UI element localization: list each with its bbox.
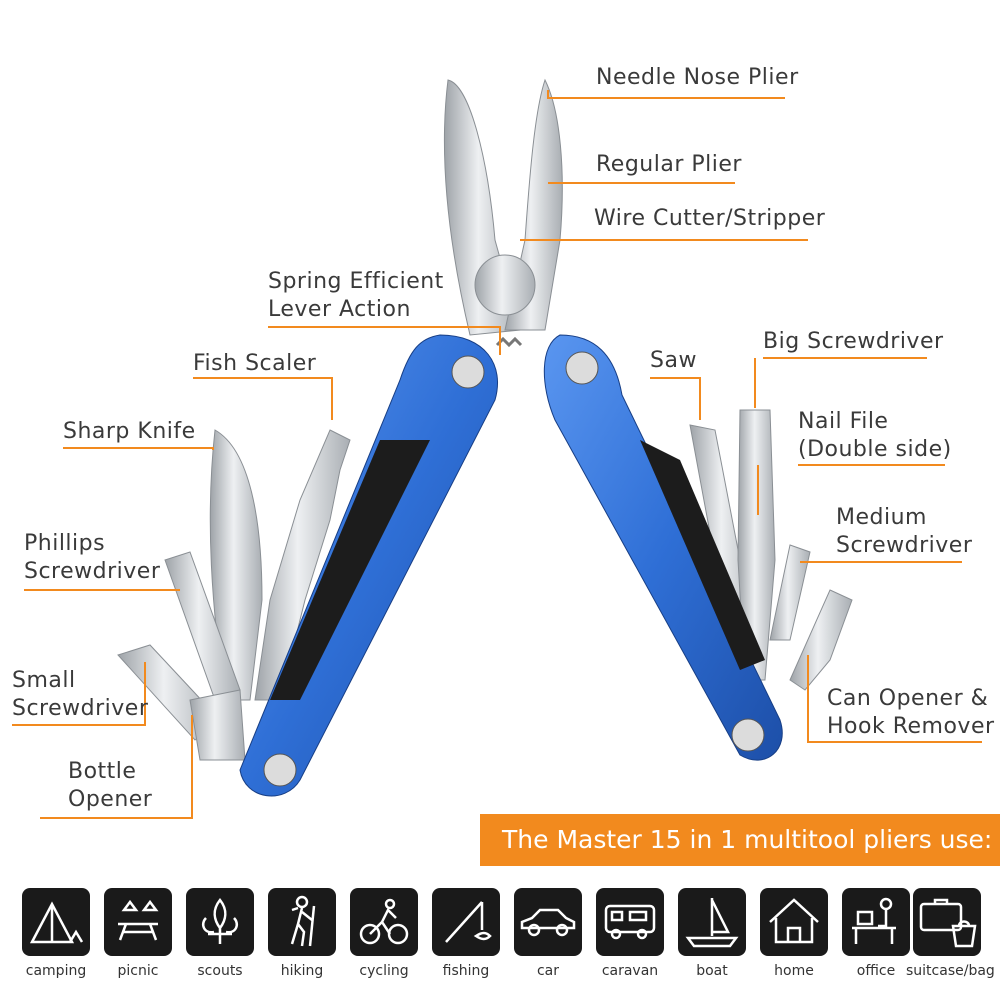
label-wire-cutter-stripper: Wire Cutter/Stripper (594, 206, 826, 231)
leader-can-opener (807, 655, 982, 743)
screw (451, 355, 485, 389)
label-sharp-knife: Sharp Knife (63, 419, 196, 444)
car-icon (520, 908, 576, 937)
fishing-rod-icon (445, 901, 492, 943)
bottle-opener (189, 689, 246, 761)
use-camping: camping (15, 888, 97, 980)
leader-needle-nose (547, 90, 785, 99)
left-handle-insert (270, 440, 430, 700)
use-suitcase-bag: suitcase/bag (906, 888, 995, 980)
caravan-icon (604, 904, 656, 940)
leader-fish-scaler (193, 377, 333, 420)
screw (565, 351, 599, 385)
leader-sharp-knife (63, 447, 214, 450)
label-regular-plier: Regular Plier (596, 152, 742, 177)
picnic-table-icon (118, 899, 159, 941)
use-cycling: cycling (343, 888, 425, 980)
leader-saw (650, 377, 701, 420)
cyclist-icon (359, 898, 409, 945)
use-boat: boat (671, 888, 753, 980)
use-scouts: scouts (179, 888, 261, 980)
use-home: home (753, 888, 835, 980)
leader-spring (268, 326, 501, 355)
uses-row: camping picnic scouts hiking cycling fis… (0, 888, 1000, 1000)
label-big-screwdriver: Big Screwdriver (763, 329, 944, 354)
label-can-opener-hook-remover: Can Opener &Hook Remover (827, 686, 995, 739)
use-picnic: picnic (97, 888, 179, 980)
right-handle-insert (640, 440, 765, 670)
uses-banner: The Master 15 in 1 multitool pliers use: (480, 814, 1000, 866)
pivot (474, 254, 536, 316)
label-nail-file: Nail File(Double side) (798, 409, 952, 462)
hiker-icon (290, 895, 316, 947)
use-fishing: fishing (425, 888, 507, 980)
tent-icon (29, 901, 84, 944)
leader-nail-file (757, 464, 945, 515)
screw (263, 753, 297, 787)
house-icon (769, 898, 819, 944)
sailboat-icon (685, 898, 739, 948)
fleur-de-lis-icon (202, 897, 238, 944)
big-screwdriver-blade (737, 409, 776, 681)
use-car: car (507, 888, 589, 980)
left-handle (239, 334, 499, 797)
use-hiking: hiking (261, 888, 343, 980)
suitcase-bag-icon (919, 898, 977, 948)
leader-small-sd (12, 662, 146, 726)
medium-screwdriver-blade (769, 544, 811, 641)
can-opener-blade (789, 589, 853, 691)
use-office: office (835, 888, 917, 980)
screw (731, 718, 765, 752)
leader-big-sd (754, 357, 927, 408)
right-handle (543, 334, 783, 761)
label-saw: Saw (650, 348, 697, 373)
label-needle-nose-plier: Needle Nose Plier (596, 65, 799, 90)
label-fish-scaler: Fish Scaler (193, 351, 317, 376)
leader-bottle-opener (40, 715, 193, 819)
desk-worker-icon (852, 897, 896, 944)
use-caravan: caravan (589, 888, 671, 980)
multitool-illustration (12, 78, 982, 819)
